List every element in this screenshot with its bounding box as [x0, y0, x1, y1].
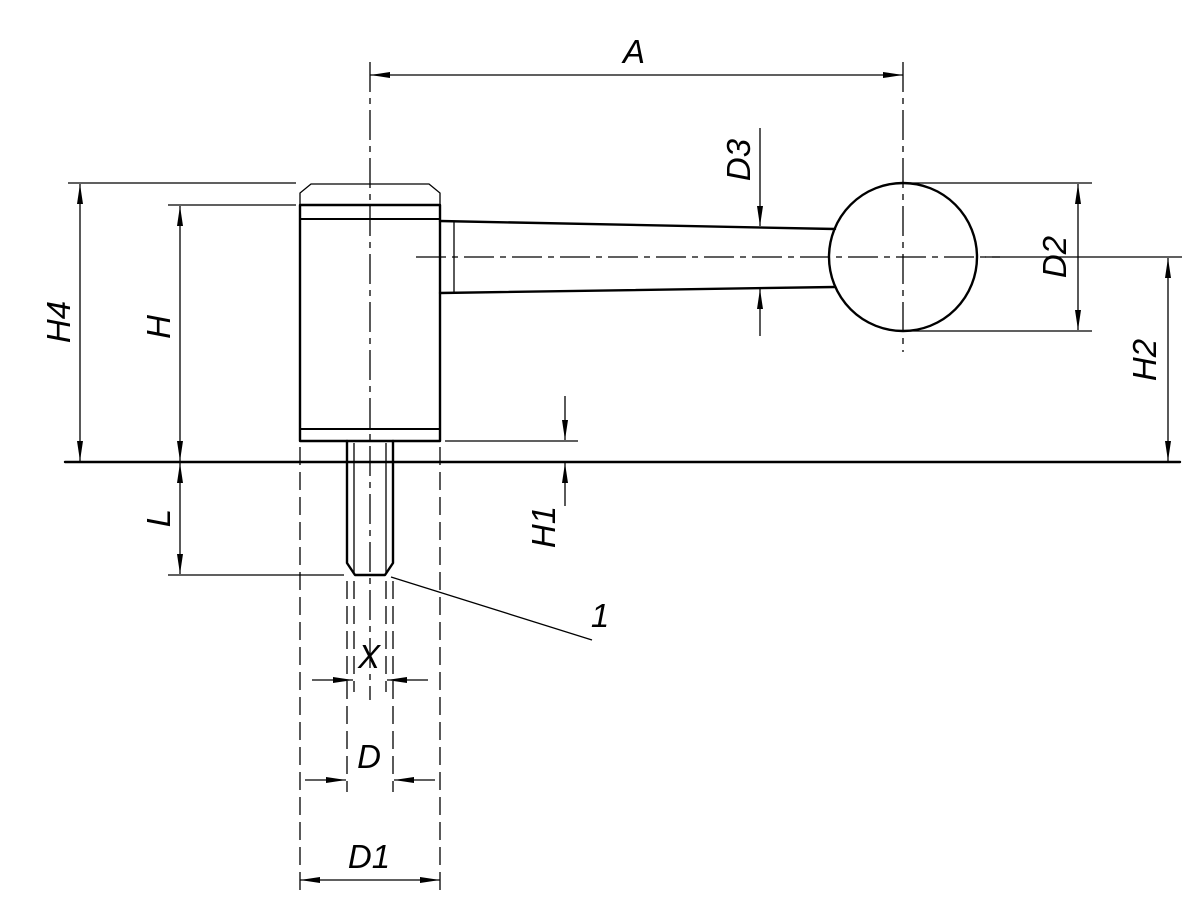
- dim-label-d3: D3: [720, 138, 757, 181]
- dim-label-d1: D1: [348, 838, 390, 875]
- hub-body: [298, 183, 442, 443]
- threaded-stud: [345, 439, 395, 577]
- callout-1-label: 1: [591, 597, 609, 634]
- dim-label-d: D: [357, 738, 381, 775]
- dim-label-h: H: [140, 315, 177, 339]
- stud-outline: [345, 439, 395, 577]
- hub-phantom-cap: [299, 183, 441, 205]
- projection-lines: [299, 447, 441, 892]
- dim-label-h1: H1: [525, 506, 562, 548]
- dim-label-x: X: [357, 638, 382, 675]
- dim-label-l: L: [140, 509, 177, 527]
- arm-top-edge: [438, 219, 837, 231]
- dim-label-h2: H2: [1126, 339, 1163, 381]
- centerlines: [369, 62, 1000, 700]
- dimension-lines: [77, 72, 1171, 883]
- callout-1-leader-line: [390, 576, 593, 641]
- hub-outline: [298, 203, 442, 443]
- lever-arm: [438, 219, 837, 295]
- dim-label-d2: D2: [1036, 236, 1073, 278]
- ball-knob: [827, 181, 979, 333]
- arm-bottom-edge: [438, 285, 837, 295]
- dim-label-a: A: [621, 33, 645, 70]
- extension-lines: [68, 182, 1182, 576]
- dim-label-h4: H4: [40, 301, 77, 343]
- dimension-labels: A D3 D2 H2 H4 H L H1 X D D1 1: [40, 33, 1163, 875]
